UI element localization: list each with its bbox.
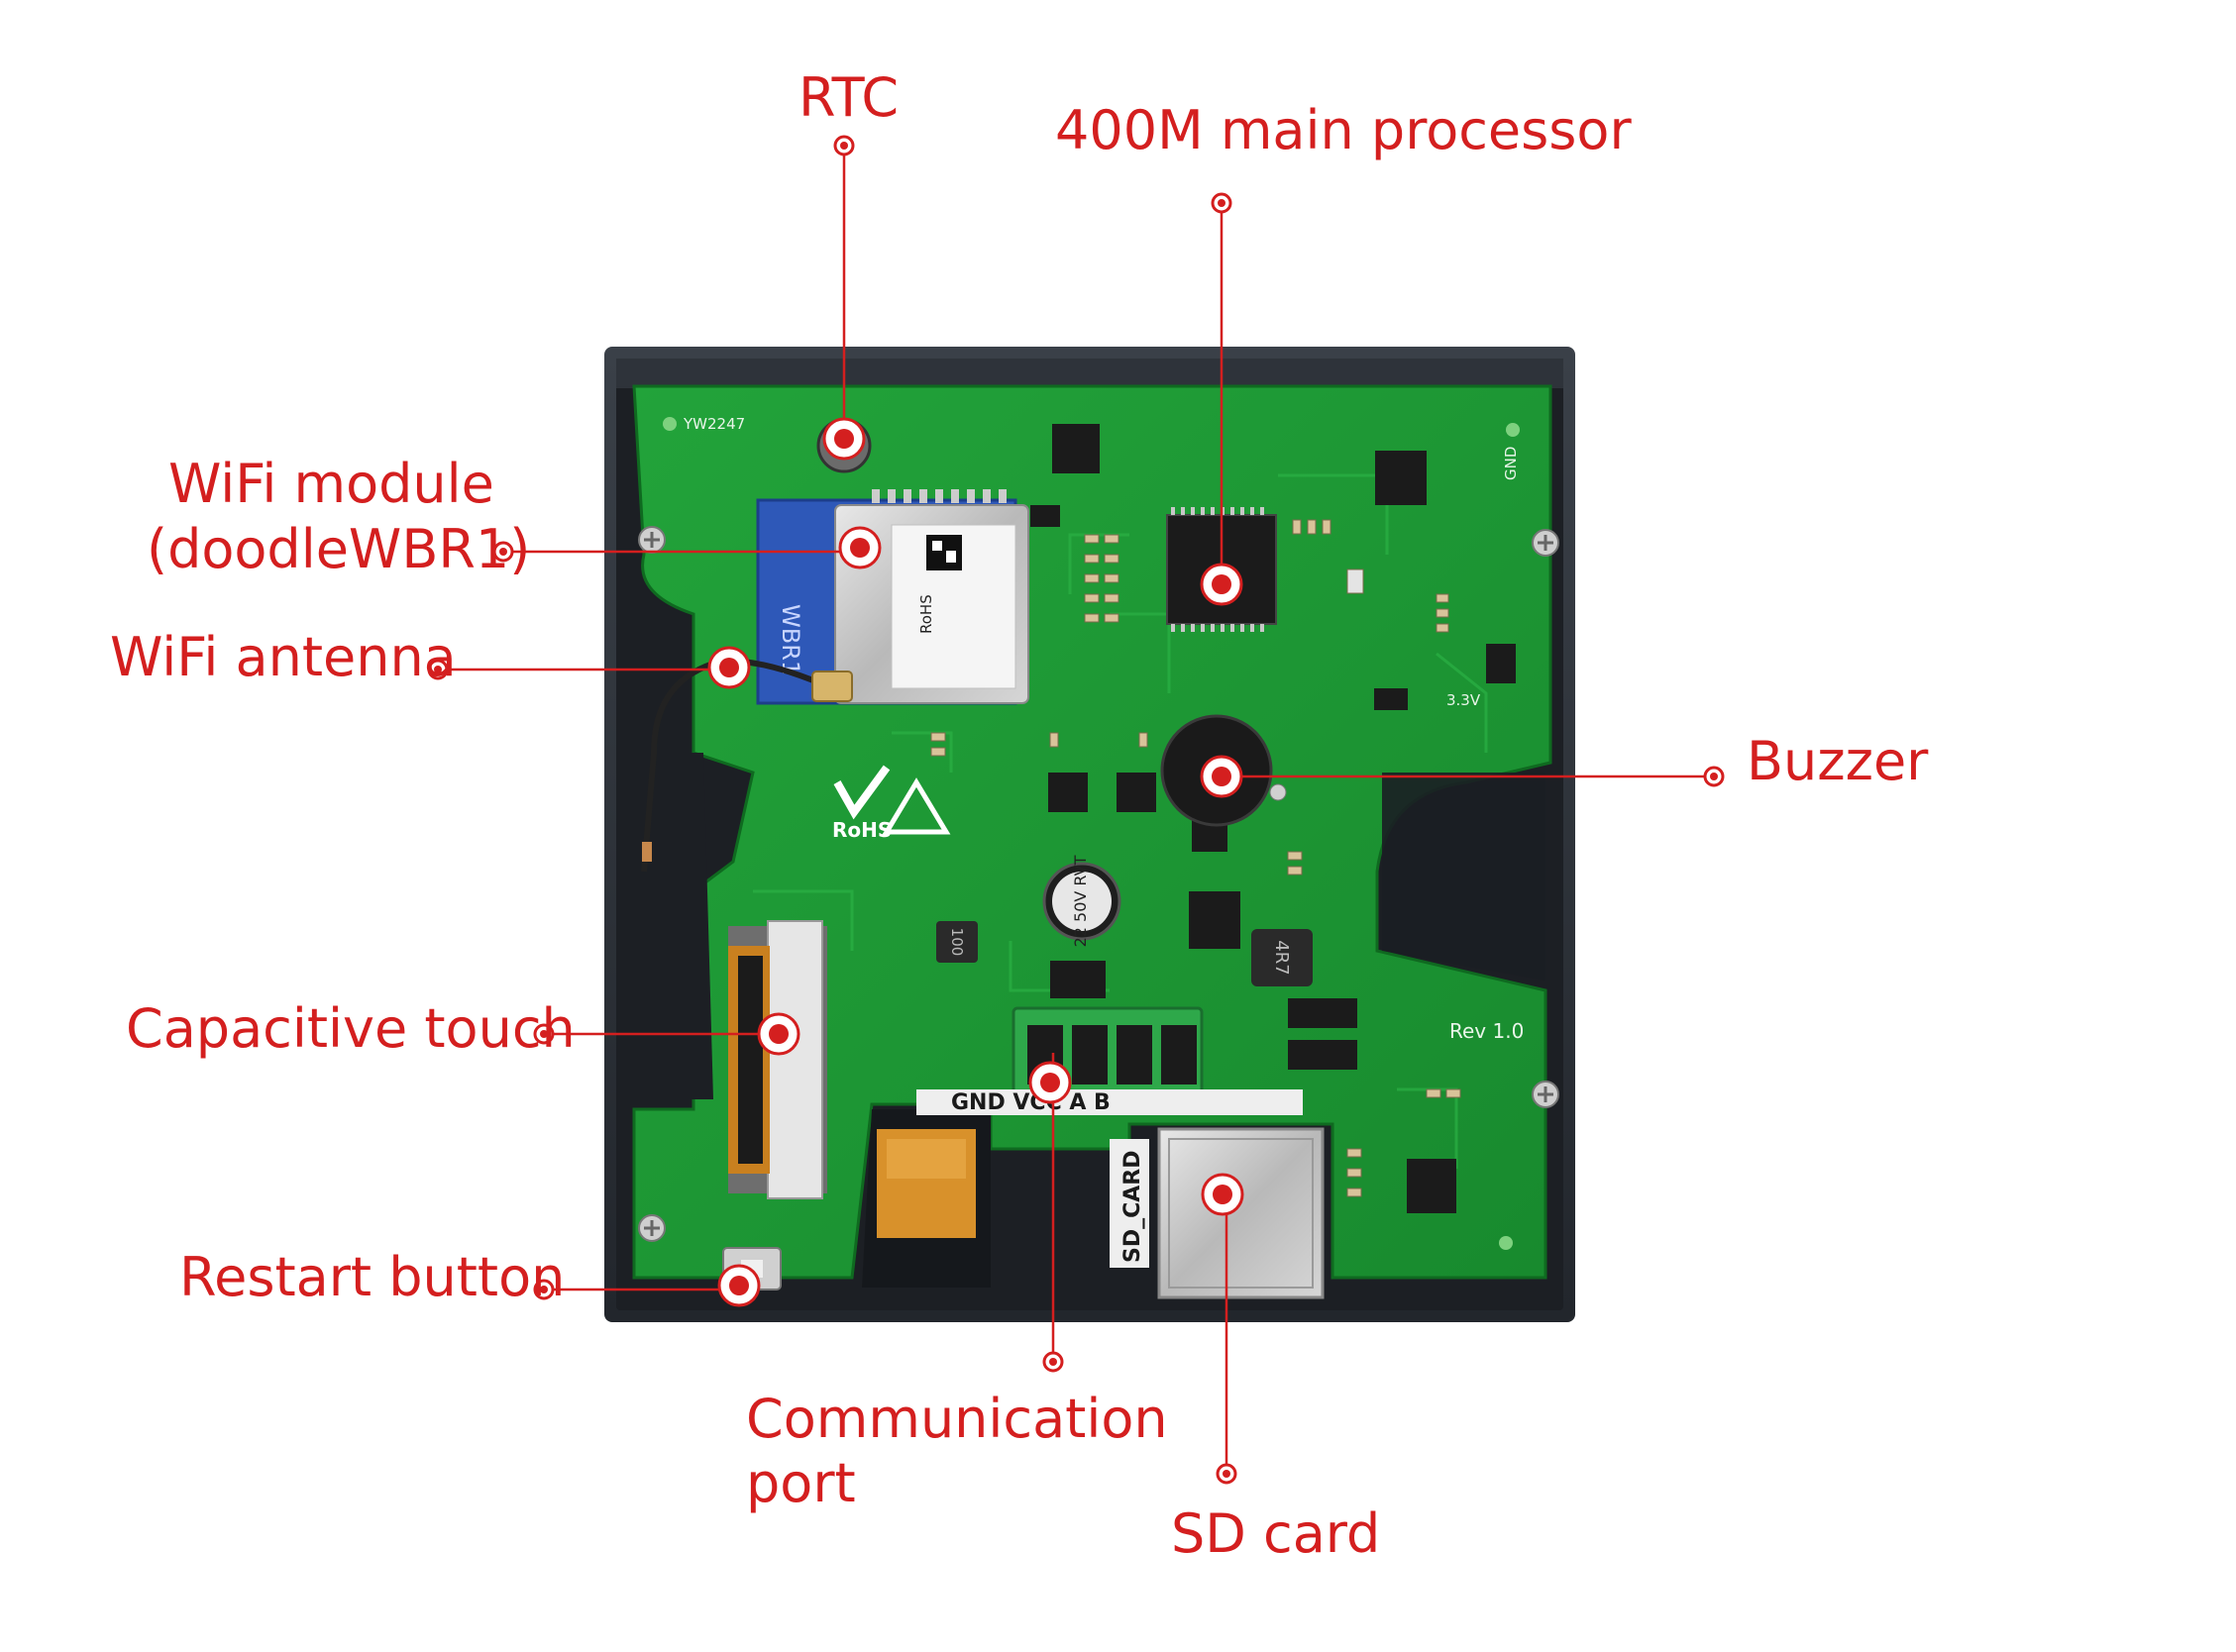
screw (1532, 529, 1559, 557)
touch-connector (728, 920, 827, 1199)
target-dot-icon (707, 417, 1244, 1307)
v33-text: 3.3V (1446, 691, 1481, 709)
sd-card-label: SD card (1171, 1502, 1380, 1565)
capacitor-text: 22 50V RVT (1071, 855, 1090, 947)
buzzer-label: Buzzer (1747, 730, 1929, 792)
capacitive-touch-label: Capacitive touch (126, 997, 576, 1060)
module-name-text: WBR1 (777, 604, 804, 675)
communication-port-label-line2: port (746, 1452, 856, 1514)
wifi-module: WBR1 RoHS (756, 489, 1029, 705)
rtc-label: RTC (799, 66, 899, 129)
restart-button-label: Restart button (179, 1246, 565, 1308)
inductor-small: 100 (936, 921, 978, 963)
sd-card-slot: SD_CARD (1110, 1127, 1325, 1299)
inductor-main: 4R7 (1251, 929, 1313, 986)
wifi-antenna-label: WiFi antenna (110, 626, 457, 688)
callout-lines (438, 146, 1714, 1474)
rohs-text: RoHS (832, 818, 892, 842)
main-processor-label: 400M main processor (1055, 99, 1632, 161)
sd-slot-label-text: SD_CARD (1120, 1151, 1145, 1263)
screw (638, 1214, 666, 1242)
revision-text: Rev 1.0 (1449, 1019, 1524, 1043)
module-rohs-text: RoHS (917, 594, 935, 634)
screw (1532, 1081, 1559, 1108)
wifi-module-label-line2: (doodleWBR1) (147, 518, 530, 580)
ic-chips (1030, 424, 1516, 1213)
diodes (1050, 961, 1357, 1070)
passive-components (930, 519, 1461, 1197)
terminal-block: GND VCC A B (916, 1006, 1303, 1115)
inductor-main-text: 4R7 (1271, 940, 1292, 975)
pcb-code-text: YW2247 (683, 415, 745, 433)
wifi-module-label-line1: WiFi module (168, 453, 494, 515)
communication-port-label-line1: Communication (746, 1388, 1168, 1450)
display-flex (877, 1129, 976, 1238)
screw (638, 526, 666, 554)
terminal-label-text: GND VCC A B (951, 1090, 1111, 1115)
gnd-text: GND (1502, 447, 1520, 480)
inductor-small-text: 100 (948, 928, 966, 957)
rohs-check-icon: RoHS (832, 765, 892, 842)
electrolytic-capacitor: 22 50V RVT (1042, 855, 1121, 947)
esd-triangle-icon (882, 777, 951, 835)
